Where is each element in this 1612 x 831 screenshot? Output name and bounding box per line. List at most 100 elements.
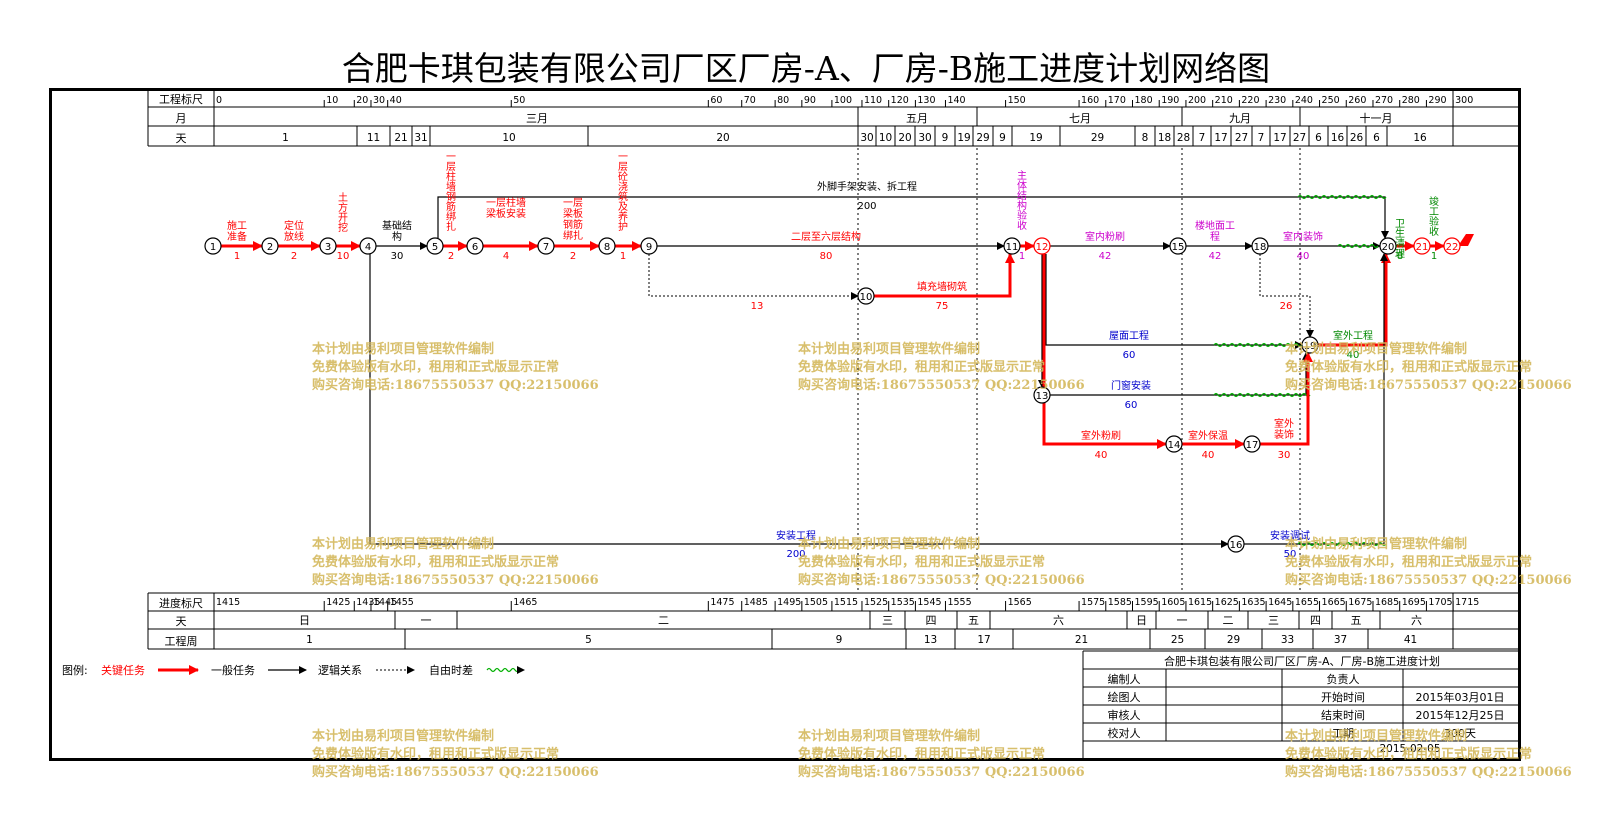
float-doors (1213, 392, 1311, 398)
node-1 (204, 237, 222, 255)
info-key: 校对人 (1108, 726, 1141, 740)
info-value: 300天 (1444, 727, 1476, 740)
watermarks: 本计划由易利项目管理软件编制免费体验版有水印，租用和正式版显示正常购买咨询电话:… (312, 341, 1572, 780)
scale-tick-label: 130 (917, 95, 935, 106)
week-label: 17 (977, 634, 990, 646)
scale-tick-label: 120 (891, 95, 909, 106)
legend-float-label: 自由时差 (429, 663, 473, 677)
info-table-title: 合肥卡琪包装有限公司厂区厂房-A、厂房-B施工进度计划 (1164, 654, 1440, 668)
day-label: 9 (942, 132, 949, 144)
week-label: 9 (836, 634, 843, 646)
edge-19-20 (1318, 253, 1391, 347)
weekday-label: 六 (1053, 614, 1064, 627)
task-duration-14: 42 (1209, 251, 1222, 262)
info-key: 负责人 (1327, 672, 1360, 686)
task-duration-20: 40 (1095, 450, 1108, 461)
watermark-line: 免费体验版有水印，租用和正式版显示正常 (1285, 554, 1532, 570)
node-13 (1033, 386, 1051, 404)
watermark-line: 本计划由易利项目管理软件编制 (1285, 341, 1467, 357)
watermark-line: 本计划由易利项目管理软件编制 (1285, 728, 1467, 744)
week-label: 33 (1281, 634, 1294, 646)
weekday-label: 五 (1351, 614, 1362, 627)
task-name-11: 填充墙砌筑 (917, 280, 967, 293)
day-label: 17 (1214, 132, 1227, 144)
scale-tick-label: 290 (1428, 95, 1446, 106)
month-label: 七月 (1069, 112, 1091, 125)
scale-tick-label: 60 (710, 95, 722, 106)
info-key: 结束时间 (1321, 709, 1365, 722)
progress-tick-label: 1495 (777, 597, 801, 608)
progress-tick-label: 1505 (804, 597, 828, 608)
task-name-6: 一层柱墙梁板安装 (486, 196, 526, 220)
progress-tick-label: 1675 (1348, 597, 1372, 608)
scale-tick-label: 190 (1161, 95, 1179, 106)
info-key: 开始时间 (1321, 690, 1365, 704)
task-duration-17: 1 (1431, 251, 1437, 262)
scale-tick-label: 150 (1008, 95, 1026, 106)
task-name-18: 屋面工程 (1109, 330, 1149, 342)
node-label-13: 13 (1036, 391, 1049, 402)
progress-tick-label: 1685 (1375, 597, 1399, 608)
task-duration-22: 30 (1278, 450, 1291, 461)
day-label: 31 (414, 132, 427, 144)
watermark-line: 免费体验版有水印，租用和正式版显示正常 (798, 554, 1045, 570)
chart-frame (49, 88, 1521, 761)
watermark-line: 免费体验版有水印，租用和正式版显示正常 (798, 746, 1045, 762)
edge-9-10 (648, 254, 859, 300)
node-2 (261, 237, 279, 255)
task-name-14: 楼地面工程 (1195, 219, 1235, 243)
progress-tick-label: 1435 (356, 597, 380, 608)
end-flag-icon (1458, 234, 1474, 246)
watermark-line: 免费体验版有水印，租用和正式版显示正常 (1285, 359, 1532, 375)
progress-tick-label: 1555 (947, 597, 971, 608)
node-label-16: 16 (1230, 540, 1243, 551)
node-17 (1243, 435, 1261, 453)
weekday-label: 一 (421, 614, 432, 627)
week-label: 29 (1227, 634, 1240, 646)
scale-tick-label: 50 (513, 95, 525, 106)
scale-tick-label: 240 (1295, 95, 1313, 106)
watermark-line: 购买咨询电话:18675550537 QQ:22150066 (312, 377, 599, 393)
info-key: 工期 (1332, 727, 1354, 740)
node-label-9: 9 (646, 242, 652, 253)
watermark-line: 购买咨询电话:18675550537 QQ:22150066 (1285, 764, 1572, 780)
task-name-24: 安装工程 (776, 529, 816, 542)
watermark-line: 免费体验版有水印，租用和正式版显示正常 (312, 554, 559, 570)
watermark-line: 购买咨询电话:18675550537 QQ:22150066 (798, 764, 1085, 780)
node-label-21: 21 (1416, 242, 1429, 253)
task-duration-11: 75 (936, 301, 949, 312)
float-5-20 (1297, 194, 1387, 200)
task-name-9: 二层至六层结构 (791, 230, 861, 243)
week-label: 37 (1334, 634, 1347, 646)
day-label: 1 (282, 132, 289, 144)
node-21 (1413, 237, 1431, 255)
node-11 (1003, 237, 1021, 255)
scale-tick-label: 200 (1188, 95, 1206, 106)
task-duration-7: 2 (570, 251, 576, 262)
day-label: 28 (1177, 132, 1190, 144)
node-label-14: 14 (1168, 440, 1181, 451)
task-duration-21: 40 (1202, 450, 1215, 461)
task-name-25: 安装调试 (1270, 529, 1310, 542)
edge-17-19 (1260, 352, 1313, 446)
legend-critical-label: 关键任务 (101, 663, 145, 677)
node-6 (466, 237, 484, 255)
node-15 (1169, 237, 1187, 255)
node-label-18: 18 (1254, 242, 1267, 253)
float-16-20 (1297, 541, 1387, 547)
scale-tick-label: 40 (390, 95, 402, 106)
info-table: 合肥卡琪包装有限公司厂区厂房-A、厂房-B施工进度计划编制人负责人绘图人开始时间… (1082, 650, 1521, 758)
progress-tick-label: 1535 (891, 597, 915, 608)
task-duration-6: 4 (503, 251, 509, 262)
edge-12-19-roof (1045, 254, 1303, 349)
node-label-2: 2 (267, 242, 273, 253)
footer-row-label: 进度标尺 (159, 596, 203, 610)
scale-tick-label: 260 (1348, 95, 1366, 106)
task-name-22: 室外装饰 (1274, 417, 1294, 441)
scale-tick-label: 20 (356, 95, 368, 106)
task-duration-13: 42 (1099, 251, 1112, 262)
info-key: 审核人 (1108, 708, 1141, 722)
progress-tick-label: 1515 (834, 597, 858, 608)
task-duration-18: 60 (1123, 350, 1136, 361)
